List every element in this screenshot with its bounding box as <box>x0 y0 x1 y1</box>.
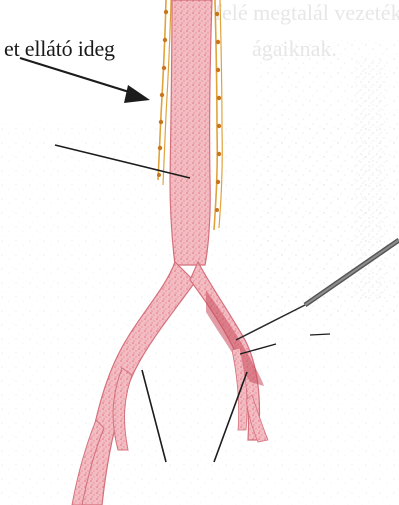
background-stipple-edge <box>355 60 385 300</box>
nerve-label: et ellátó ideg <box>4 36 115 62</box>
